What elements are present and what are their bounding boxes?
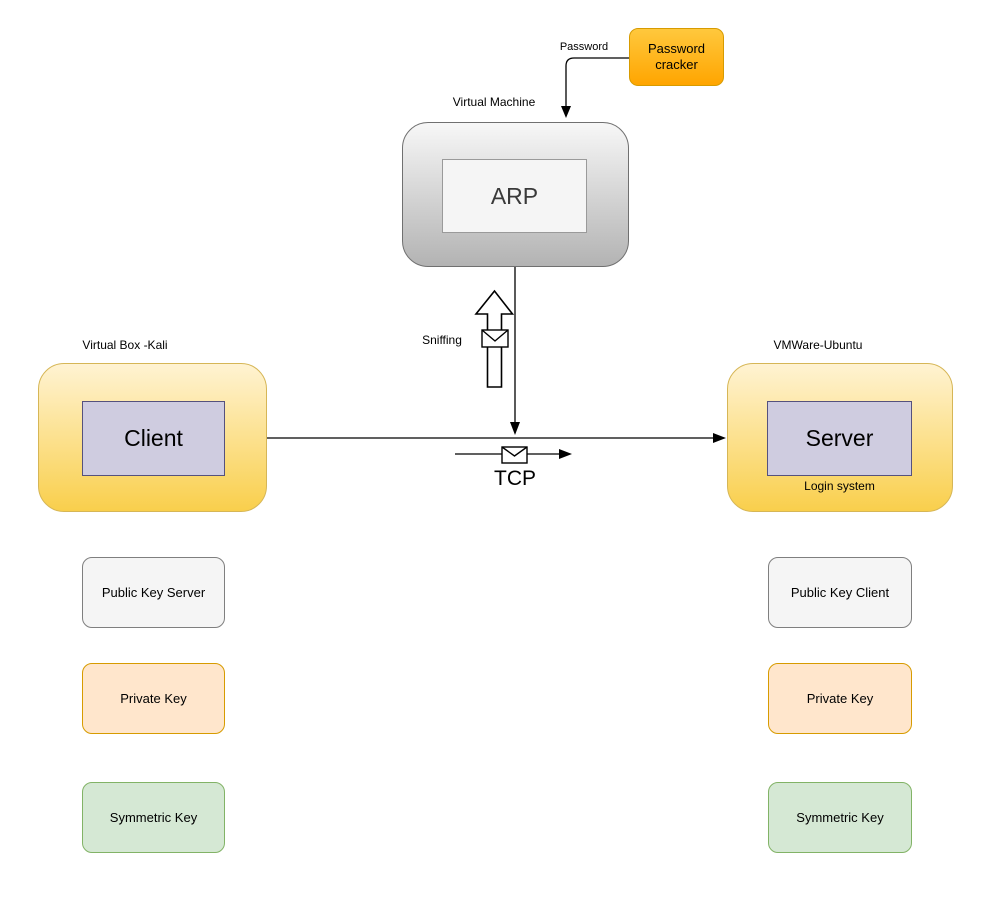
arrow-password-to-vm [561,57,629,118]
symmetric-key-left-box: Symmetric Key [82,782,225,853]
arp-label: ARP [490,182,539,209]
private-key-left-label: Private Key [120,691,187,706]
password-cracker-node: Password cracker [629,28,724,86]
server-box: Server [767,401,912,476]
public-key-client-box: Public Key Client [768,557,912,628]
sniffing-envelope-icon [481,329,509,348]
private-key-right-box: Private Key [768,663,912,734]
virtual-machine-caption: Virtual Machine [452,95,536,109]
public-key-client-label: Public Key Client [790,585,890,600]
password-edge-label: Password [559,41,609,53]
arrow-vm-to-link [510,267,520,435]
tcp-envelope-icon [501,446,528,464]
arp-box: ARP [442,159,587,233]
server-host-caption: VMWare-Ubuntu [773,338,863,352]
symmetric-key-right-box: Symmetric Key [768,782,912,853]
login-system-label: Login system [804,479,875,493]
password-cracker-label: Password cracker [647,40,706,72]
private-key-right-label: Private Key [806,691,874,706]
sniffing-block-arrow-icon [474,289,515,388]
public-key-server-label: Public Key Server [101,585,206,600]
symmetric-key-left-label: Symmetric Key [109,810,198,825]
tcp-label: TCP [494,467,536,490]
public-key-server-box: Public Key Server [82,557,225,628]
server-label: Server [805,425,874,452]
symmetric-key-right-label: Symmetric Key [796,810,884,825]
private-key-left-box: Private Key [82,663,225,734]
arrow-client-to-server [267,433,726,443]
client-host-caption: Virtual Box -Kali [82,338,168,352]
client-label: Client [124,425,183,452]
sniffing-label: Sniffing [422,333,462,347]
tcp-message-arrow [455,449,572,459]
client-box: Client [82,401,225,476]
